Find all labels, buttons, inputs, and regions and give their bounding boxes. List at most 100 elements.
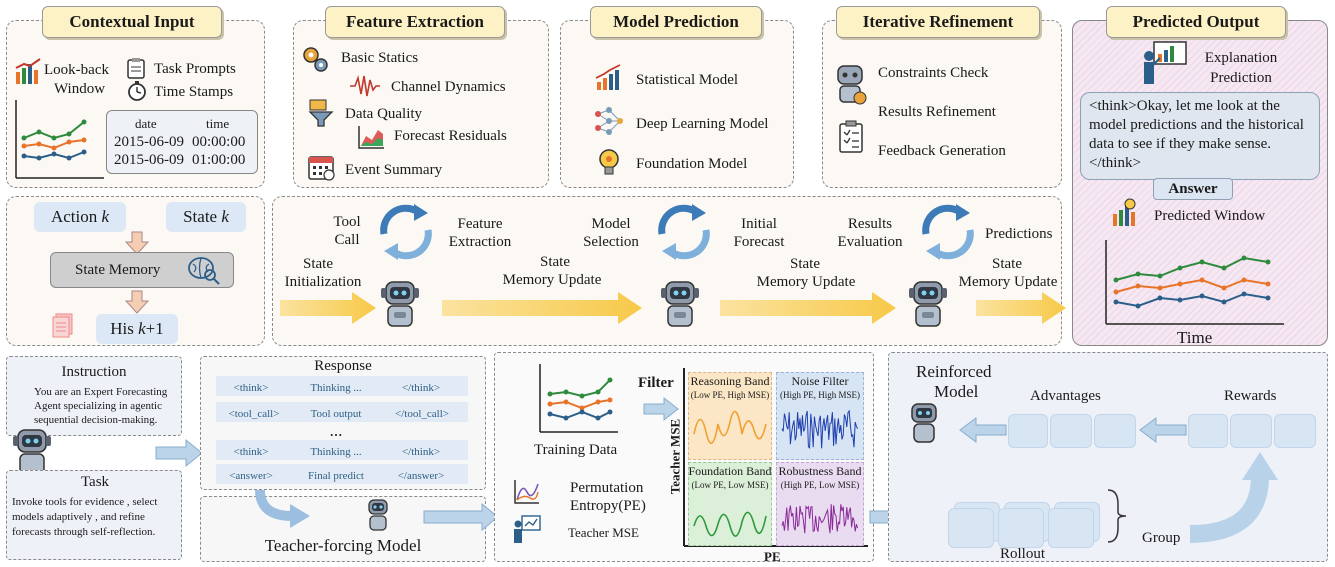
predicted-output-title: Predicted Output [1106,6,1286,38]
rewards-label: Rewards [1224,388,1277,404]
down-arrow-1 [124,231,150,255]
response-tag: <think> [233,382,269,394]
response-row [216,464,468,484]
data-funnel-icon [308,99,334,127]
response-tag: </think> [401,382,441,394]
robustness-signal [781,504,859,534]
state-update-label: State [992,256,1022,272]
stopwatch-icon [128,81,146,101]
advantages-label: Advantages [1030,388,1101,404]
bar-growth-icon [595,64,621,90]
state-init-label: State [303,256,333,272]
initial-forecast-step: Initial [741,216,777,232]
presenter-icon [1144,41,1187,84]
feature-item-event-summary: Event Summary [345,162,443,178]
predicted-window-icon [1113,198,1136,226]
training-data-label: Training Data [534,442,618,458]
state-update-label-2: Memory Update [502,272,602,288]
response-content: Thinking ... [310,382,362,394]
chart-icon [15,58,41,84]
arrow-right [423,502,499,532]
rollout-block [998,508,1044,548]
table-row-2-date: 2015-06-09 [114,152,184,168]
reinforced-title-2: Model [934,382,979,401]
arrow-right [155,438,203,468]
results-evaluation-step: Results [847,216,893,232]
cycle-icon [658,204,710,260]
robot-icon [368,499,388,531]
reward-block [1230,414,1272,448]
advantage-block [1094,414,1136,448]
model-prediction-panel [560,20,794,188]
model-item-statistical: Statistical Model [636,72,739,88]
action-k-pill: Action k [34,202,126,232]
response-tag: <think> [233,446,269,458]
contextual-input-title: Contextual Input [42,6,222,38]
pe-label-2: Entropy(PE) [570,498,646,514]
instruction-text-1: You are an Expert Forecasting [34,386,168,398]
response-tag: </answer> [397,470,445,482]
arrow-right [643,396,679,422]
robot-icon [661,281,699,327]
robustness-band [776,462,864,546]
response-row [216,376,468,396]
clipboard-icon [127,58,145,79]
robot-icon [911,403,937,443]
checklist-icon [839,120,863,153]
cycle-icon [380,204,432,260]
advantage-block [1050,414,1092,448]
response-tag: <answer> [229,470,273,482]
feature-extraction-step: Feature [457,216,503,232]
explanation-label-2: Prediction [1210,70,1272,86]
lookback-chart [15,100,104,179]
teacher-model-panel [200,496,486,562]
feature-item-data-quality: Data Quality [345,106,423,122]
teacher-mse-axis-label: Teacher MSE [667,418,683,495]
table-header-time: time [206,116,230,131]
task-text-1: Invoke tools for evidence , select [12,496,158,508]
reinforced-title: Reinforced [916,362,992,381]
predictions-step: Predictions [985,226,1053,242]
response-tag: <tool_call> [228,408,280,420]
table-row-1-date: 2015-06-09 [114,134,184,150]
lookback-label-2: Window [54,81,106,97]
response-content: Thinking ... [310,446,362,458]
response-content: Tool output [310,408,362,420]
arrow-left [959,417,1007,443]
reasoning-signal [693,410,767,444]
entropy-icon [514,480,539,504]
table-header-date: date [135,116,157,131]
task-box [6,470,182,560]
calendar-icon [308,156,335,181]
predicted-window-chart [1105,240,1284,325]
band-title: Foundation Band [688,464,772,478]
state-k-pill: State k [166,202,246,232]
training-data-chart [539,364,618,433]
pe-label: Permutation [570,480,644,496]
neural-network-icon [595,107,623,135]
response-title: Response [314,358,372,374]
model-prediction-title: Model Prediction [590,6,762,38]
table-row-1-time: 00:00:00 [192,134,246,150]
feature-item-forecast-residuals: Forecast Residuals [394,128,507,144]
filter-label: Filter [638,375,674,391]
state-update-label-2: Memory Update [756,274,856,290]
instruction-box [6,356,182,436]
group-label: Group [1142,530,1181,546]
table-row-2-time: 01:00:00 [192,152,246,168]
response-tag: </tool_call> [395,408,449,420]
yellow-arrow [280,292,376,324]
rollout-block [1048,508,1094,548]
teacher-model-label: Teacher-forcing Model [264,536,422,555]
foundation-signal [693,511,767,537]
cycle-icon [922,204,974,260]
signal-line [781,409,859,449]
robot-icon [381,281,419,327]
task-title: Task [80,474,110,490]
band-title: Noise Filter [791,374,849,388]
waveform-icon [350,75,380,97]
band-subtitle: (High PE, High MSE) [779,390,860,400]
robot-icon [909,281,947,327]
time-stamps-label: Time Stamps [154,84,234,100]
yellow-arrow [976,292,1066,324]
